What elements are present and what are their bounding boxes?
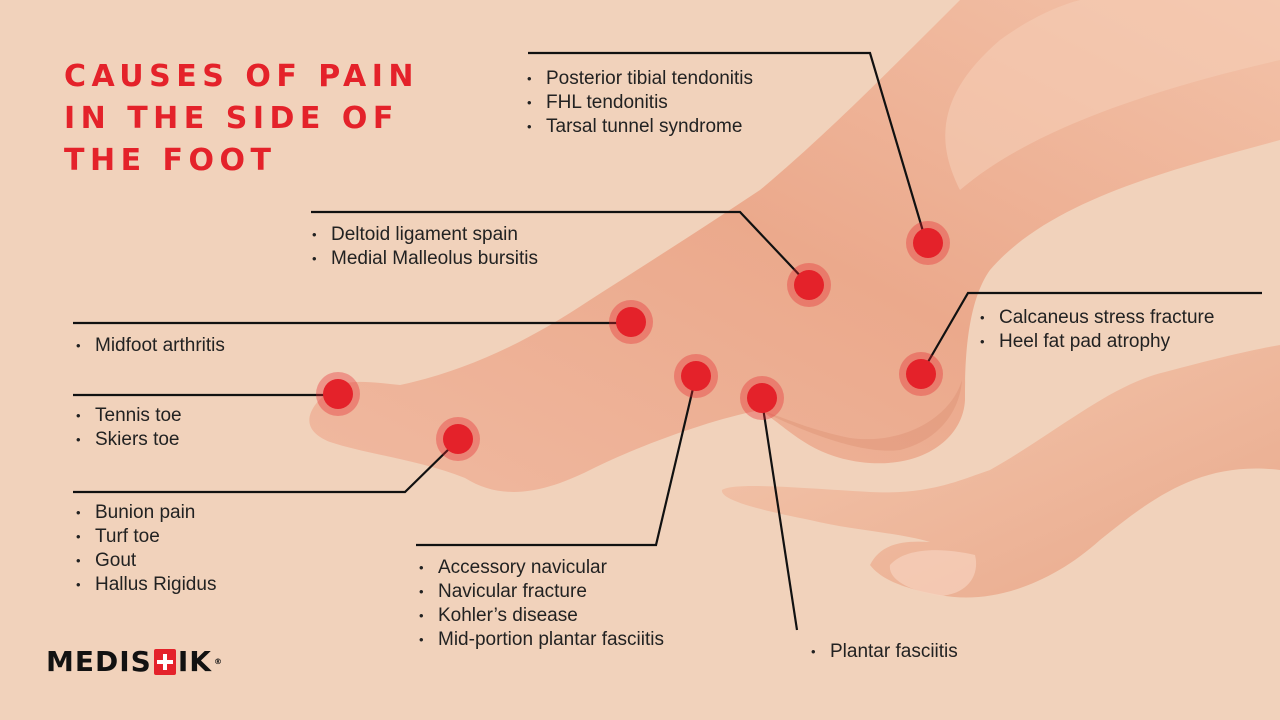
cause-item: Calcaneus stress fracture <box>977 306 1214 330</box>
pain-markers <box>316 221 950 461</box>
cause-item: Mid-portion plantar fasciitis <box>416 628 664 652</box>
leg-highlight <box>945 0 1280 190</box>
cause-item: Heel fat pad atrophy <box>977 330 1214 354</box>
line-navicular <box>416 378 699 547</box>
pain-point-plantar <box>740 376 784 420</box>
cause-item: Deltoid ligament spain <box>309 223 538 247</box>
pain-point-tennis <box>316 372 360 416</box>
label-group-bunion: Bunion pain Turf toe Gout Hallus Rigidus <box>73 501 216 597</box>
cause-item: Tennis toe <box>73 404 182 428</box>
pain-point-navicular <box>674 354 718 398</box>
label-group-navicular: Accessory navicular Navicular fracture K… <box>416 556 664 652</box>
title-line: CAUSES OF PAIN <box>64 59 419 94</box>
cause-item: Hallus Rigidus <box>73 573 216 597</box>
pain-point-posterior <box>906 221 950 265</box>
line-posterior <box>528 51 931 250</box>
cause-item: Midfoot arthritis <box>73 334 225 358</box>
hand-shape <box>721 345 1280 598</box>
page-title: CAUSES OF PAIN IN THE SIDE OF THE FOOT <box>64 56 419 182</box>
cause-item: FHL tendonitis <box>524 91 753 115</box>
cause-item: Tarsal tunnel syndrome <box>524 115 753 139</box>
cause-item: Skiers toe <box>73 428 182 452</box>
label-group-tennis: Tennis toe Skiers toe <box>73 404 182 452</box>
cause-item: Navicular fracture <box>416 580 664 604</box>
registered-mark: ® <box>213 657 223 666</box>
pain-point-midfoot <box>609 300 653 344</box>
cause-item: Kohler’s disease <box>416 604 664 628</box>
cause-item: Posterior tibial tendonitis <box>524 67 753 91</box>
pain-point-calcaneus <box>899 352 943 396</box>
medical-cross-icon <box>153 648 176 675</box>
label-group-deltoid: Deltoid ligament spain Medial Malleolus … <box>309 223 538 271</box>
cause-item: Accessory navicular <box>416 556 664 580</box>
pain-point-deltoid <box>787 263 831 307</box>
cause-item: Plantar fasciitis <box>808 640 958 664</box>
line-calcaneus <box>919 291 1262 376</box>
label-group-plantar: Plantar fasciitis <box>808 640 958 664</box>
label-group-calcaneus: Calcaneus stress fracture Heel fat pad a… <box>977 306 1214 354</box>
pain-point-bunion <box>436 417 480 461</box>
connector-lines <box>73 51 1262 631</box>
cause-item: Medial Malleolus bursitis <box>309 247 538 271</box>
line-plantar <box>758 399 799 631</box>
brand-logo: MEDIS IK ® <box>46 645 223 678</box>
ankle-shadow <box>760 380 962 451</box>
label-group-posterior: Posterior tibial tendonitis FHL tendonit… <box>524 67 753 139</box>
logo-text-left: MEDIS <box>46 645 152 678</box>
logo-text-right: IK <box>177 645 212 678</box>
title-line: THE FOOT <box>64 143 277 178</box>
thumb-shape <box>889 550 977 596</box>
cause-item: Turf toe <box>73 525 216 549</box>
label-group-midfoot: Midfoot arthritis <box>73 334 225 358</box>
cause-item: Bunion pain <box>73 501 216 525</box>
cause-item: Gout <box>73 549 216 573</box>
line-deltoid <box>311 210 809 285</box>
title-line: IN THE SIDE OF <box>64 101 399 136</box>
line-bunion <box>73 441 457 494</box>
